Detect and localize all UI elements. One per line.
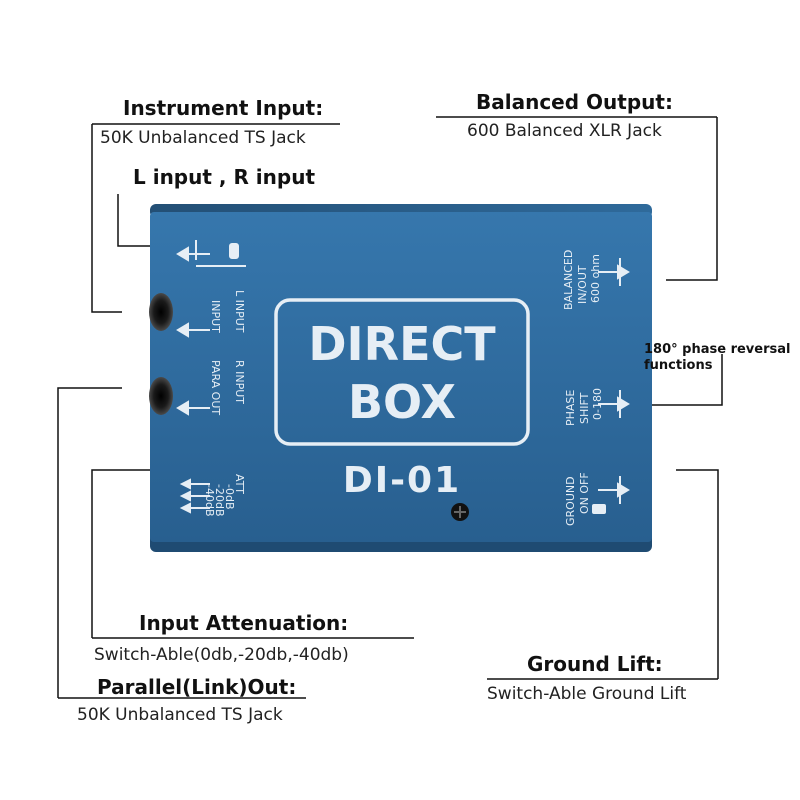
input-label: INPUT (209, 300, 222, 333)
instrument-input-title: Instrument Input: (123, 96, 324, 120)
balanced-label: BALANCED (562, 250, 575, 310)
l-r-input-title: L input , R input (133, 165, 316, 189)
ground-switch-icon[interactable] (592, 504, 606, 514)
on-off-label: ON OFF (578, 472, 591, 514)
para-out-label: PARA OUT (209, 360, 222, 415)
input-jack[interactable] (149, 293, 173, 331)
balanced-output-desc: 600 Balanced XLR Jack (467, 121, 662, 141)
parallel-out-title: Parallel(Link)Out: (97, 675, 297, 699)
phase-label: PHASE (564, 390, 577, 426)
device-label-frame (274, 298, 530, 446)
att-0-label: -0dB (223, 484, 236, 510)
device-model: DI-01 (343, 460, 461, 501)
device-name-line1: DIRECT (308, 317, 496, 371)
input-attenuation-desc: Switch-Able(0db,-20db,-40db) (94, 645, 349, 665)
ground-label: GROUND (564, 476, 577, 526)
l-input-label: L INPUT (233, 290, 246, 333)
att-20-label: -20dB (213, 484, 226, 517)
att-40-label: -40dB (203, 484, 216, 517)
device-name-line2: BOX (348, 375, 456, 429)
shift-label: SHIFT (578, 392, 591, 424)
instrument-input-desc: 50K Unbalanced TS Jack (100, 128, 306, 148)
r-input-label: R INPUT (233, 360, 246, 404)
att-label: ATT (233, 474, 246, 494)
phase-reversal-title: 180° phase reversal functions (644, 342, 791, 373)
para-out-jack[interactable] (149, 377, 173, 415)
device-panel (150, 212, 652, 542)
ohm-label: 600 ohm (589, 254, 602, 303)
input-attenuation-title: Input Attenuation: (139, 611, 349, 635)
ground-lift-desc: Switch-Able Ground Lift (487, 684, 687, 704)
ground-lift-title: Ground Lift: (527, 652, 663, 676)
parallel-out-desc: 50K Unbalanced TS Jack (77, 705, 283, 725)
in-out-label: IN/OUT (576, 265, 589, 304)
balanced-output-title: Balanced Output: (476, 90, 673, 114)
lr-switch-icon (195, 240, 246, 267)
phase-range-label: 0-180 (591, 388, 604, 420)
